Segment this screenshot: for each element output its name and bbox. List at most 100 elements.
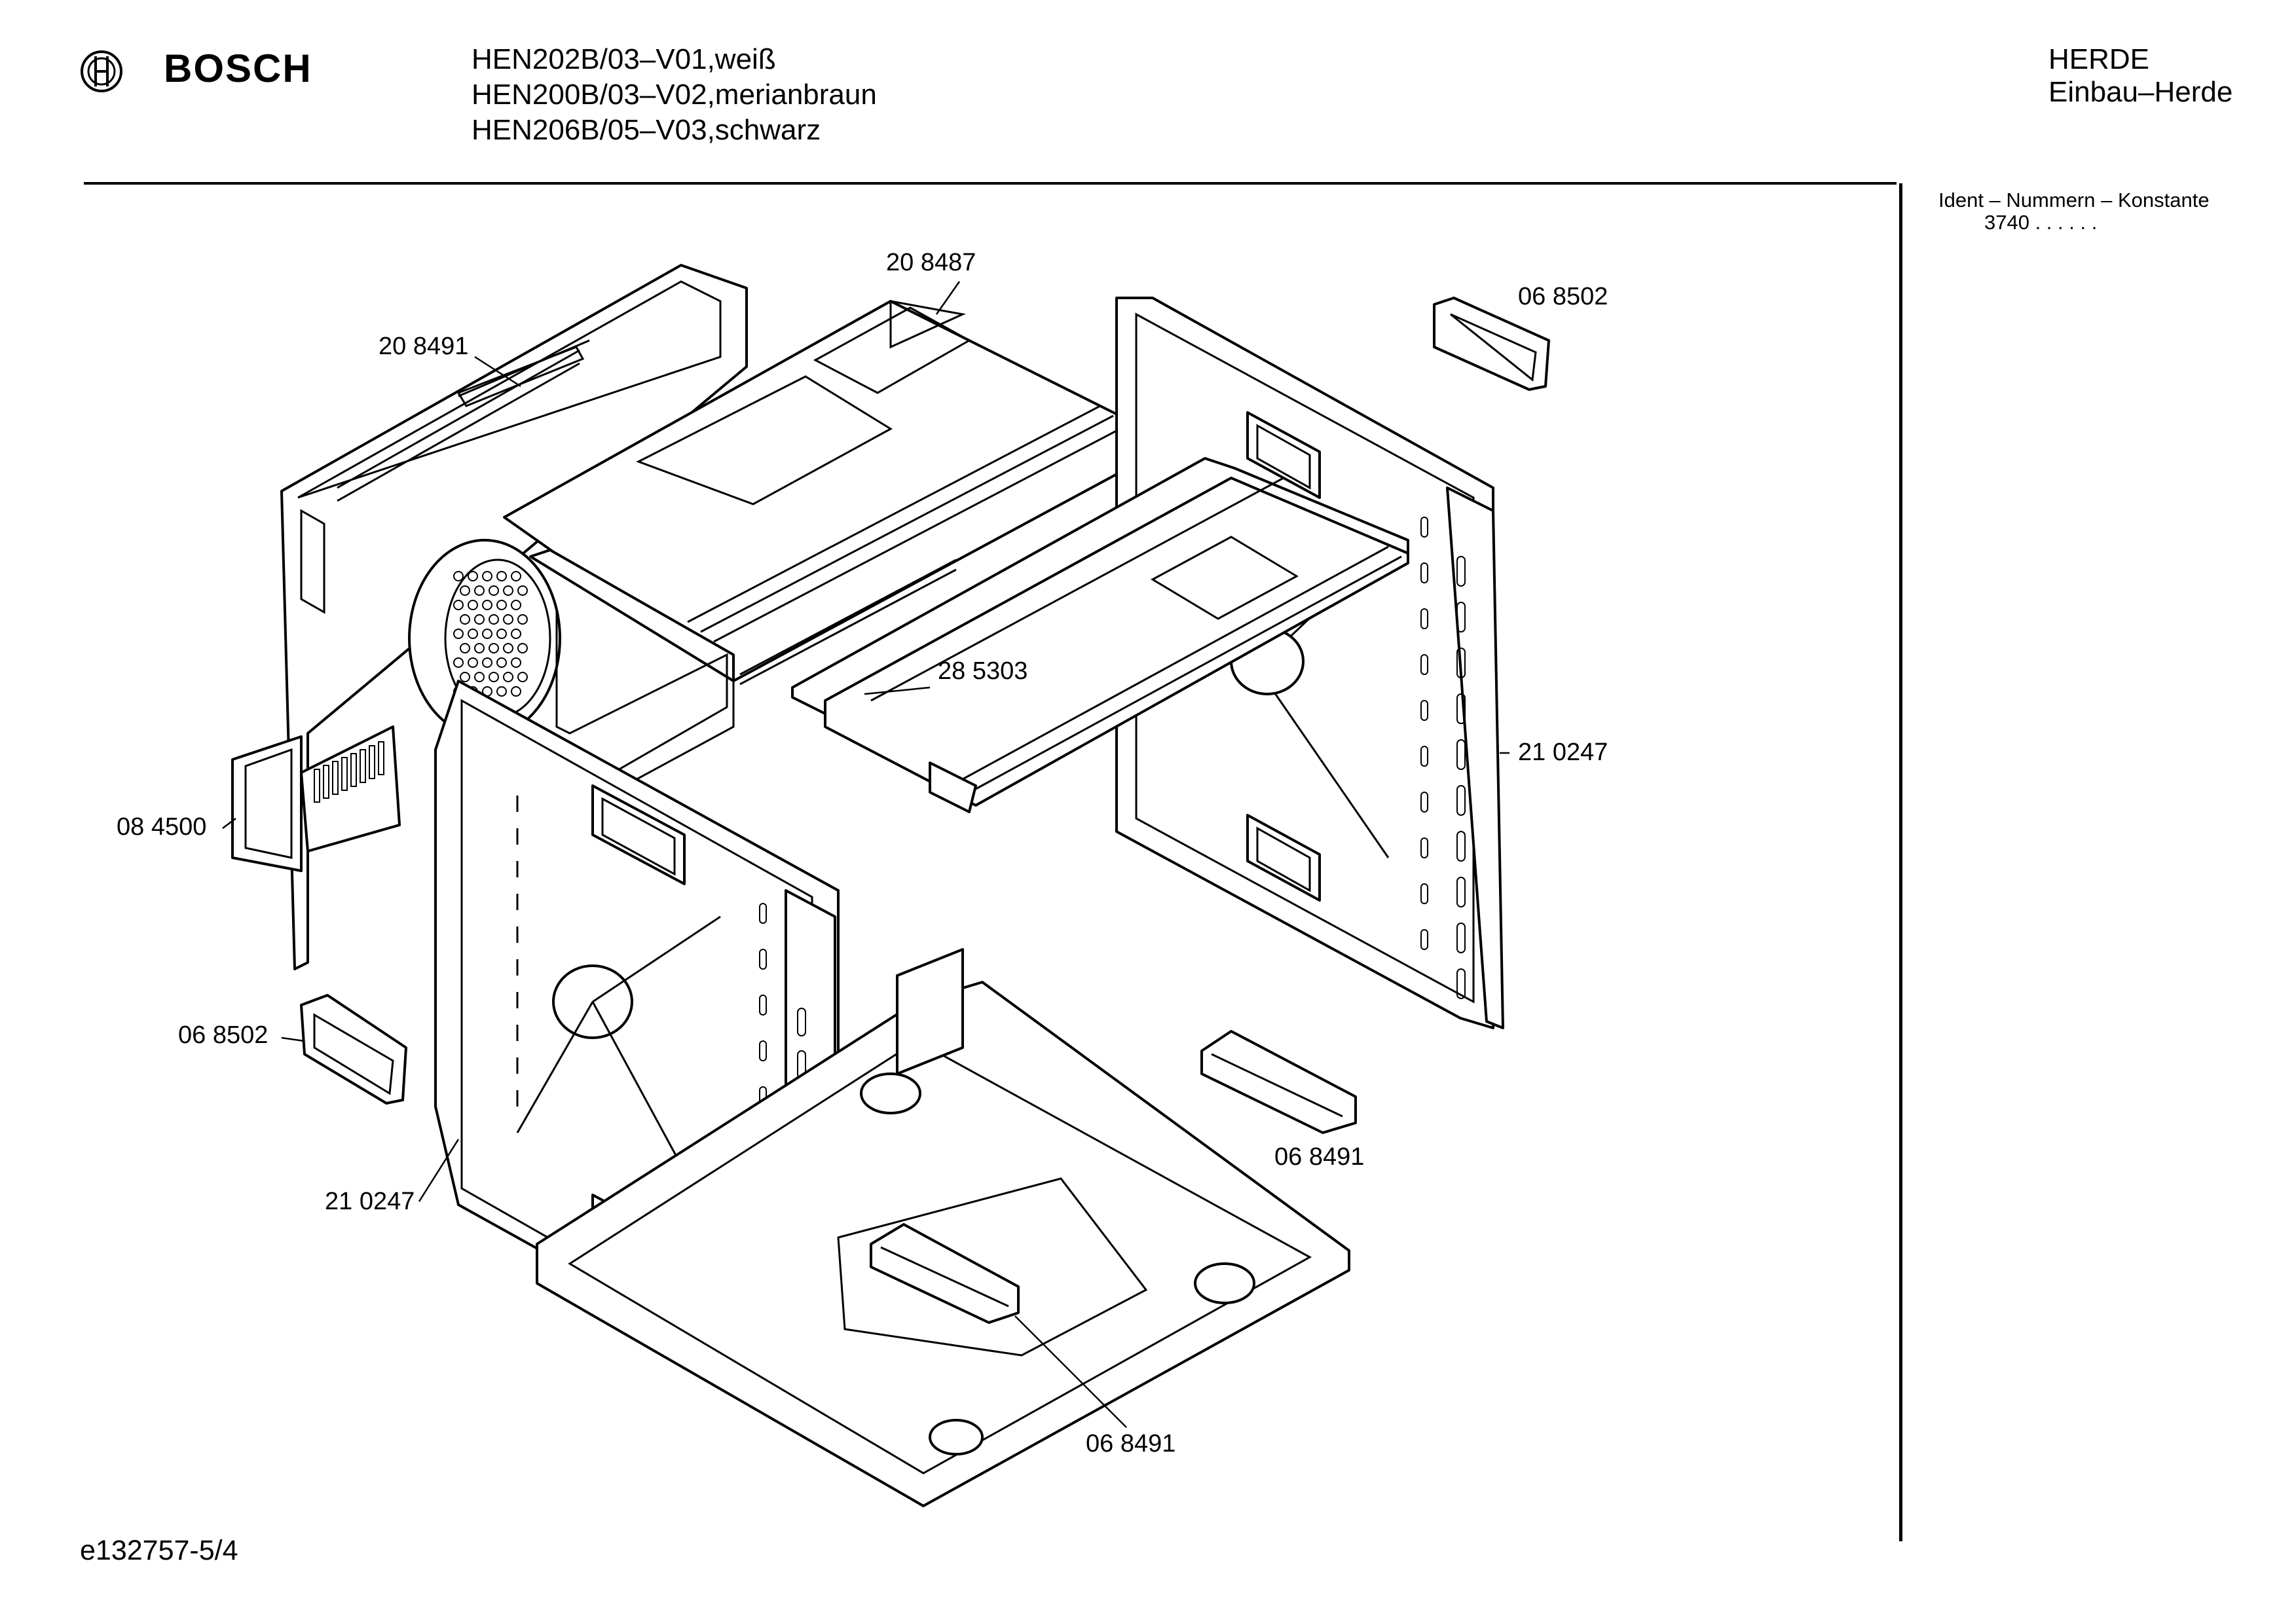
fan-hole <box>468 600 478 610</box>
connector-slot <box>341 757 348 791</box>
fan-hole <box>511 571 521 581</box>
vent-slot <box>1456 785 1466 816</box>
fan-hole <box>453 629 464 639</box>
leader-clip-left <box>281 1036 305 1042</box>
vent-slot <box>1420 700 1428 721</box>
fan-hole <box>503 585 513 596</box>
fan-hole <box>511 657 521 668</box>
model-line-2: HEN200B/03–V02,merianbraun <box>472 79 877 111</box>
vent-slot <box>1420 608 1428 629</box>
model-line-3: HEN206B/05–V03,schwarz <box>472 114 821 146</box>
leader-bracket-bottom <box>1014 1315 1127 1428</box>
fan-hole <box>474 643 485 653</box>
clip-left <box>300 994 407 1105</box>
fan-hole <box>496 571 507 581</box>
leader-left-side-panel <box>418 1139 460 1202</box>
fan-hole <box>482 657 492 668</box>
fan-hole <box>460 643 470 653</box>
fan-hole <box>482 629 492 639</box>
part-label-rear-panel: 20 8491 <box>379 333 469 360</box>
vent-slot <box>1420 792 1428 813</box>
leader-rear-panel <box>474 356 521 388</box>
vent-slot <box>1456 923 1466 953</box>
base-tray <box>536 948 1350 1507</box>
fan-hole <box>503 643 513 653</box>
vent-slot <box>797 1008 806 1036</box>
fan-hole <box>460 585 470 596</box>
top-panel <box>503 300 1154 682</box>
fan-hole <box>468 629 478 639</box>
connector-block <box>231 725 401 872</box>
leader-top-panel <box>935 281 961 315</box>
vent-slot <box>1456 968 1466 999</box>
model-line-1: HEN202B/03–V01,weiß <box>472 43 776 75</box>
ident-value: 3740 . . . . . . <box>1984 211 2098 234</box>
ident-heading: Ident – Nummern – Konstante <box>1938 189 2210 211</box>
fan-hole <box>496 657 507 668</box>
vent-slot <box>1420 562 1428 583</box>
leader-inner-tray <box>864 686 931 695</box>
vent-slot <box>1420 929 1428 950</box>
fan-hole <box>517 643 528 653</box>
part-label-connector-block: 08 4500 <box>117 813 207 841</box>
connector-slot <box>332 761 339 795</box>
fan-hole <box>503 614 513 625</box>
connector-slot <box>369 745 375 779</box>
category-block: HERDE Einbau–Herde <box>2048 43 2232 109</box>
fan-hole <box>511 600 521 610</box>
fan-hole <box>496 686 507 697</box>
fan-hole <box>474 672 485 682</box>
part-label-inner-tray: 28 5303 <box>938 657 1028 685</box>
connector-slot <box>323 765 329 799</box>
fan-hole <box>517 585 528 596</box>
vent-slot <box>759 1040 767 1061</box>
vent-slot <box>1456 877 1466 907</box>
fan-hole <box>489 643 499 653</box>
brand-name: BOSCH <box>164 46 312 90</box>
fan-hole <box>468 571 478 581</box>
fan-hole <box>503 672 513 682</box>
part-label-bracket-bottom: 06 8491 <box>1086 1430 1176 1457</box>
fan-hole <box>489 614 499 625</box>
connector-slot <box>360 749 366 783</box>
fan-hole <box>482 600 492 610</box>
fan-hole <box>482 571 492 581</box>
fan-hole <box>474 585 485 596</box>
vent-slot <box>1456 739 1466 770</box>
inner-tray <box>791 457 1409 813</box>
fan-hole <box>460 614 470 625</box>
fan-hole <box>489 585 499 596</box>
part-label-bracket-right: 06 8491 <box>1274 1143 1365 1171</box>
vent-slot <box>1456 556 1466 587</box>
bracket-right <box>1200 1030 1357 1134</box>
part-label-left-side-panel: 21 0247 <box>325 1188 415 1215</box>
vent-slot <box>1420 654 1428 675</box>
part-label-clip-left: 06 8502 <box>178 1021 268 1049</box>
leader-connector-block <box>222 818 236 829</box>
fan-hole <box>496 600 507 610</box>
fan-hole <box>453 657 464 668</box>
bosch-armature-icon <box>81 50 122 92</box>
connector-slot <box>350 753 357 787</box>
vent-slot <box>1456 831 1466 862</box>
subcategory: Einbau–Herde <box>2048 76 2233 108</box>
vent-slot <box>1420 517 1428 538</box>
vent-slot <box>1456 693 1466 724</box>
category: HERDE <box>2048 43 2150 75</box>
fan-hole <box>453 571 464 581</box>
connector-slot <box>314 769 320 803</box>
fan-hole <box>517 614 528 625</box>
fan-hole <box>468 657 478 668</box>
vent-slot <box>1420 837 1428 858</box>
part-label-clip-top-right: 06 8502 <box>1518 283 1608 310</box>
vent-slot <box>1420 746 1428 767</box>
vent-slot <box>759 903 767 924</box>
vent-slot <box>759 995 767 1016</box>
sidebar-divider <box>1899 183 1902 1541</box>
clip-top-right <box>1433 297 1550 391</box>
vent-slot <box>1420 883 1428 904</box>
part-label-top-panel: 20 8487 <box>886 249 976 276</box>
vent-slot <box>1456 602 1466 632</box>
